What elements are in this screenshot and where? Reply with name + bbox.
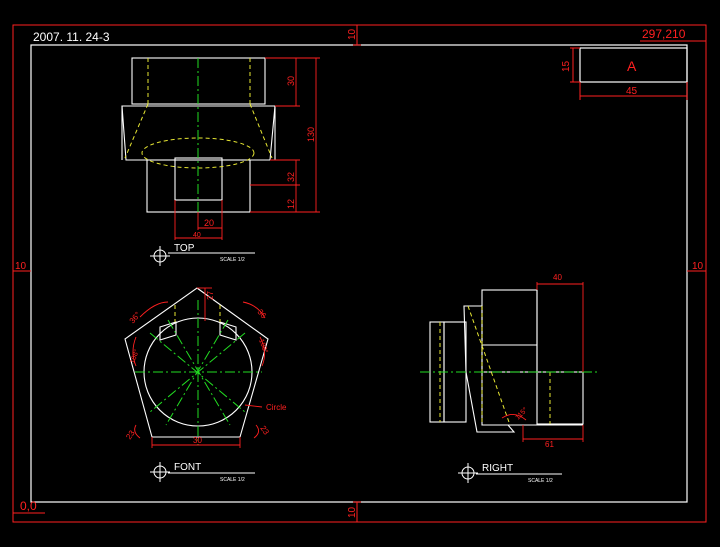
margin-dim-left-text: 10 (15, 261, 27, 272)
top-dim-12: 12 (286, 199, 296, 209)
top-view-hidden-lines (124, 58, 273, 169)
title-block-width-text: 45 (626, 86, 638, 97)
top-view[interactable]: 30 130 32 12 20 40 TOP SCALE 1/2 (121, 57, 320, 266)
top-view-title-symbol (150, 246, 255, 266)
top-view-dims (174, 57, 320, 240)
front-view-hidden-lines (174, 305, 221, 322)
margin-dim-bottom-text: 10 (347, 506, 358, 518)
front-view-title: FONT (174, 462, 201, 473)
right-view-hidden-lines (439, 305, 551, 426)
front-dim-23-right: 23 (258, 424, 271, 437)
margin-dim-bottom (353, 501, 361, 523)
front-view-title-symbol (150, 462, 255, 482)
drawing-id: 2007. 11. 24-3 (33, 30, 110, 44)
right-view-title-symbol (458, 463, 562, 483)
top-dim-20: 20 (204, 218, 214, 228)
right-view-scale: SCALE 1/2 (528, 478, 553, 484)
front-view-center-lines (135, 300, 262, 445)
right-dim-40: 40 (553, 273, 562, 282)
top-dim-130: 130 (306, 127, 316, 142)
margin-dim-top (353, 24, 361, 46)
top-view-scale: SCALE 1/2 (220, 257, 245, 263)
title-block-height-text: 15 (561, 60, 572, 72)
right-view-dims (501, 282, 584, 442)
sheet-border (12, 24, 707, 523)
top-dim-30: 30 (286, 76, 296, 86)
right-view[interactable]: 40 61 115° RIGHT SCALE 1/2 (420, 273, 597, 484)
margin-dim-right-text: 10 (692, 261, 704, 272)
title-block-box[interactable] (579, 47, 688, 83)
front-circle-label: Circle (266, 403, 287, 412)
title-block-label: A (627, 58, 637, 74)
sheet-size: 297,210 (642, 27, 686, 41)
front-view[interactable]: 27 36° 36 108° 108° 23 23 30 Circle FONT… (124, 287, 287, 483)
front-view-outline (124, 287, 269, 438)
front-view-scale: SCALE 1/2 (220, 477, 245, 483)
top-dim-32: 32 (286, 172, 296, 182)
right-dim-61: 61 (545, 440, 554, 449)
right-angle-115: 115° (514, 406, 530, 422)
front-view-dims (132, 287, 266, 448)
right-view-title: RIGHT (482, 463, 513, 474)
top-view-title: TOP (174, 243, 195, 254)
front-dim-30: 30 (193, 436, 202, 445)
top-dim-40: 40 (193, 232, 201, 239)
right-view-outline (429, 289, 584, 433)
front-dim-27: 27 (206, 291, 215, 300)
front-angle-36-right: 36 (255, 308, 268, 321)
title-block-height-dim (570, 47, 580, 83)
title-block-width-dim (579, 82, 688, 100)
origin-label: 0,0 (20, 499, 37, 513)
front-angle-36-left: 36° (128, 310, 143, 325)
margin-dim-top-text: 10 (347, 28, 358, 40)
